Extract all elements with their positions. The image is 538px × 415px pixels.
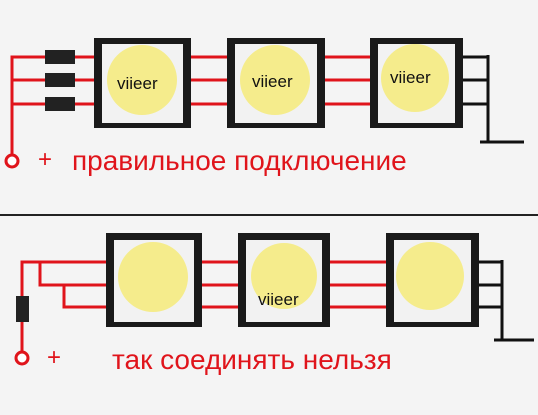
bottom-plus-terminal [14,350,30,366]
led-bottom-2 [238,233,330,327]
plus-sign: + [38,146,53,173]
top-plus-terminal [4,153,20,169]
led-top-2 [227,38,325,128]
caption-wrong: так соединять нельзя [112,344,392,375]
top-ground [462,55,524,144]
resistor [16,296,29,322]
led-top-1 [94,38,191,128]
resistor [45,50,75,64]
top-circuit [4,38,524,169]
caption-correct: правильное подключение [72,145,407,176]
led-top-3 [370,38,463,128]
bottom-circuit [14,233,534,366]
resistor [45,73,75,87]
led-label: viieer [252,72,293,91]
led-label: viieer [390,68,431,87]
led-label: viieer [117,74,158,93]
plus-sign: + [47,344,62,371]
bottom-ground [477,260,534,342]
resistor [45,97,75,111]
bottom-wires [20,260,388,352]
led-label: viieer [258,290,299,309]
top-wires [10,55,372,155]
led-bottom-1 [106,233,202,327]
led-bottom-3 [386,233,479,327]
